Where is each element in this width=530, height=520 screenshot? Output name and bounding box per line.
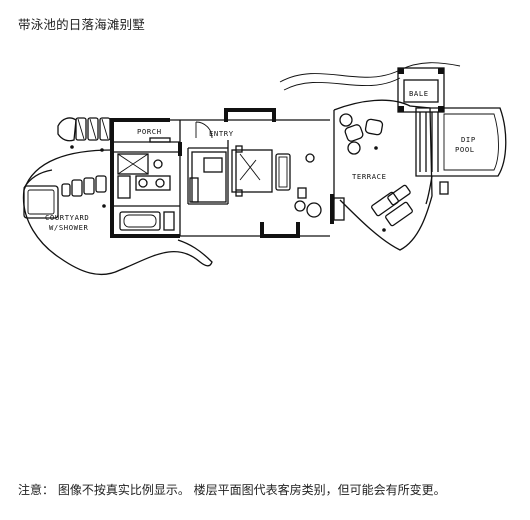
porch-label: PORCH (137, 127, 162, 136)
landscape-lines (279, 62, 461, 91)
terrace-area (333, 67, 445, 251)
dip-pool-label-line2: POOL (455, 145, 475, 154)
courtyard-area (22, 145, 213, 276)
bale-label: BALE (409, 89, 429, 98)
courtyard-label-line2: W/SHOWER (49, 223, 88, 232)
courtyard-label-line1: COURTYARD (45, 213, 89, 222)
stepping-stones-top (57, 117, 111, 142)
dip-pool (415, 107, 507, 205)
dip-pool-label-line1: DIP (461, 135, 476, 144)
page-title: 带泳池的日落海滩别墅 (18, 17, 146, 32)
entry-label: ENTRY (209, 129, 234, 138)
main-building (110, 108, 345, 238)
disclaimer-note: 注意： 图像不按真实比例显示。 楼层平面图代表客房类别，但可能会有所变更。 (18, 483, 446, 497)
terrace-label: TERRACE (352, 172, 387, 181)
